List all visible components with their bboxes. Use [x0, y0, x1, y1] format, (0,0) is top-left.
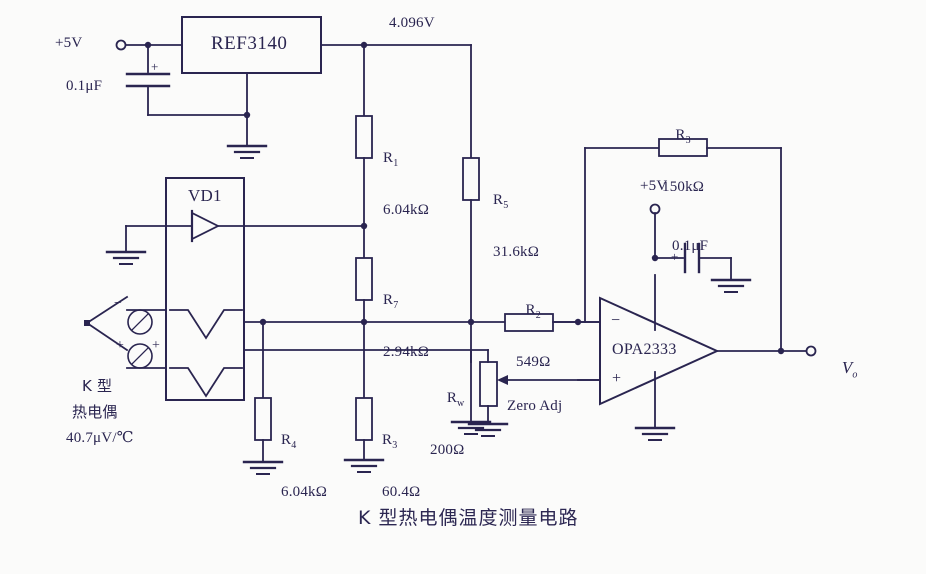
ref3140-label: REF3140: [211, 33, 288, 54]
resistor-r5-label: R5 31.6kΩ: [493, 191, 540, 261]
junction-dot: [243, 111, 251, 119]
output-terminal: [805, 345, 817, 357]
input-cap-label: 0.1μF: [66, 78, 103, 94]
supply-input-terminal: [115, 39, 127, 51]
opamp-noninverting-sign: +: [612, 370, 622, 387]
resistor-r4-body: [254, 397, 272, 441]
resistor-r3-60ohm-body: [355, 397, 373, 441]
vd1-label: VD1: [188, 186, 222, 205]
resistor-r2-label: R2 549Ω: [516, 301, 551, 371]
thermocouple-sensitivity: 40.7μV/℃: [66, 430, 134, 446]
isothermal-chevron-lower: [169, 367, 243, 398]
resistor-r3-60ohm-label: R3 60.4Ω: [382, 431, 421, 501]
tc-terminal-hatch: [131, 313, 149, 331]
opamp-body: [599, 296, 720, 406]
tc-terminal-hatch: [131, 347, 149, 365]
isothermal-chevron-upper: [169, 309, 243, 340]
opamp-cap-label: 0.1μF: [672, 238, 709, 254]
opamp-part-label: OPA2333: [612, 341, 677, 358]
ref3140-body: [181, 16, 322, 74]
isothermal-block-outline: [165, 177, 245, 401]
reference-voltage-label: 4.096V: [389, 15, 435, 31]
input-cap-polarity-label: +: [151, 59, 159, 74]
potentiometer-rw-body: [479, 361, 498, 407]
resistor-r1-label: R1 6.04kΩ: [383, 149, 430, 219]
vd1-diode-triangle: [191, 211, 221, 241]
resistor-r1-body: [355, 115, 373, 159]
thermocouple-type-line1: K 型: [82, 377, 113, 395]
wire-tc-upper: [85, 295, 129, 325]
wiper-arrowhead: [497, 375, 508, 385]
resistor-r7-body: [355, 257, 373, 301]
zero-adjust-label: Zero Adj: [507, 398, 563, 414]
resistor-r5-body: [462, 157, 480, 201]
resistor-r3-150k-label: R3 150kΩ: [662, 126, 705, 196]
diagram-caption: K 型热电偶温度测量电路: [358, 507, 579, 529]
opamp-supply-label: +5V: [640, 178, 668, 194]
resistor-r4-label: R4 6.04kΩ: [281, 431, 328, 501]
tc-plus-sign-right: +: [152, 338, 161, 353]
output-terminal-label: Vo: [841, 358, 858, 381]
supply-input-label: +5V: [55, 35, 83, 51]
thermocouple-type-line2: 热电偶: [72, 403, 118, 421]
opamp-inverting-sign: −: [611, 312, 621, 329]
junction-dot: [777, 347, 785, 355]
tc-minus-sign: −: [114, 296, 123, 311]
resistor-r7-label: R7 2.94kΩ: [383, 291, 430, 361]
wire-tc-lower: [85, 321, 129, 352]
opamp-cap-polarity-label: +: [671, 249, 679, 264]
tc-plus-sign-left: +: [116, 338, 125, 353]
potentiometer-rw-label: Rw 200Ω: [430, 389, 465, 459]
